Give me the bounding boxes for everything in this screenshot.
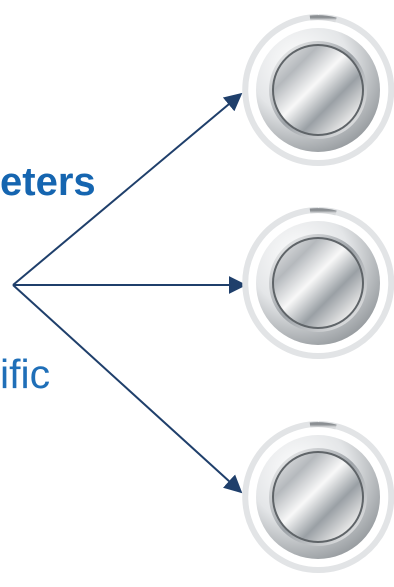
knob-icon xyxy=(245,210,391,356)
knob-icon xyxy=(245,17,391,163)
branch-arrows xyxy=(13,94,245,492)
arrow-to-bottom-knob xyxy=(13,285,241,492)
knob-icon xyxy=(245,424,391,570)
arrow-to-top-knob xyxy=(13,94,241,285)
